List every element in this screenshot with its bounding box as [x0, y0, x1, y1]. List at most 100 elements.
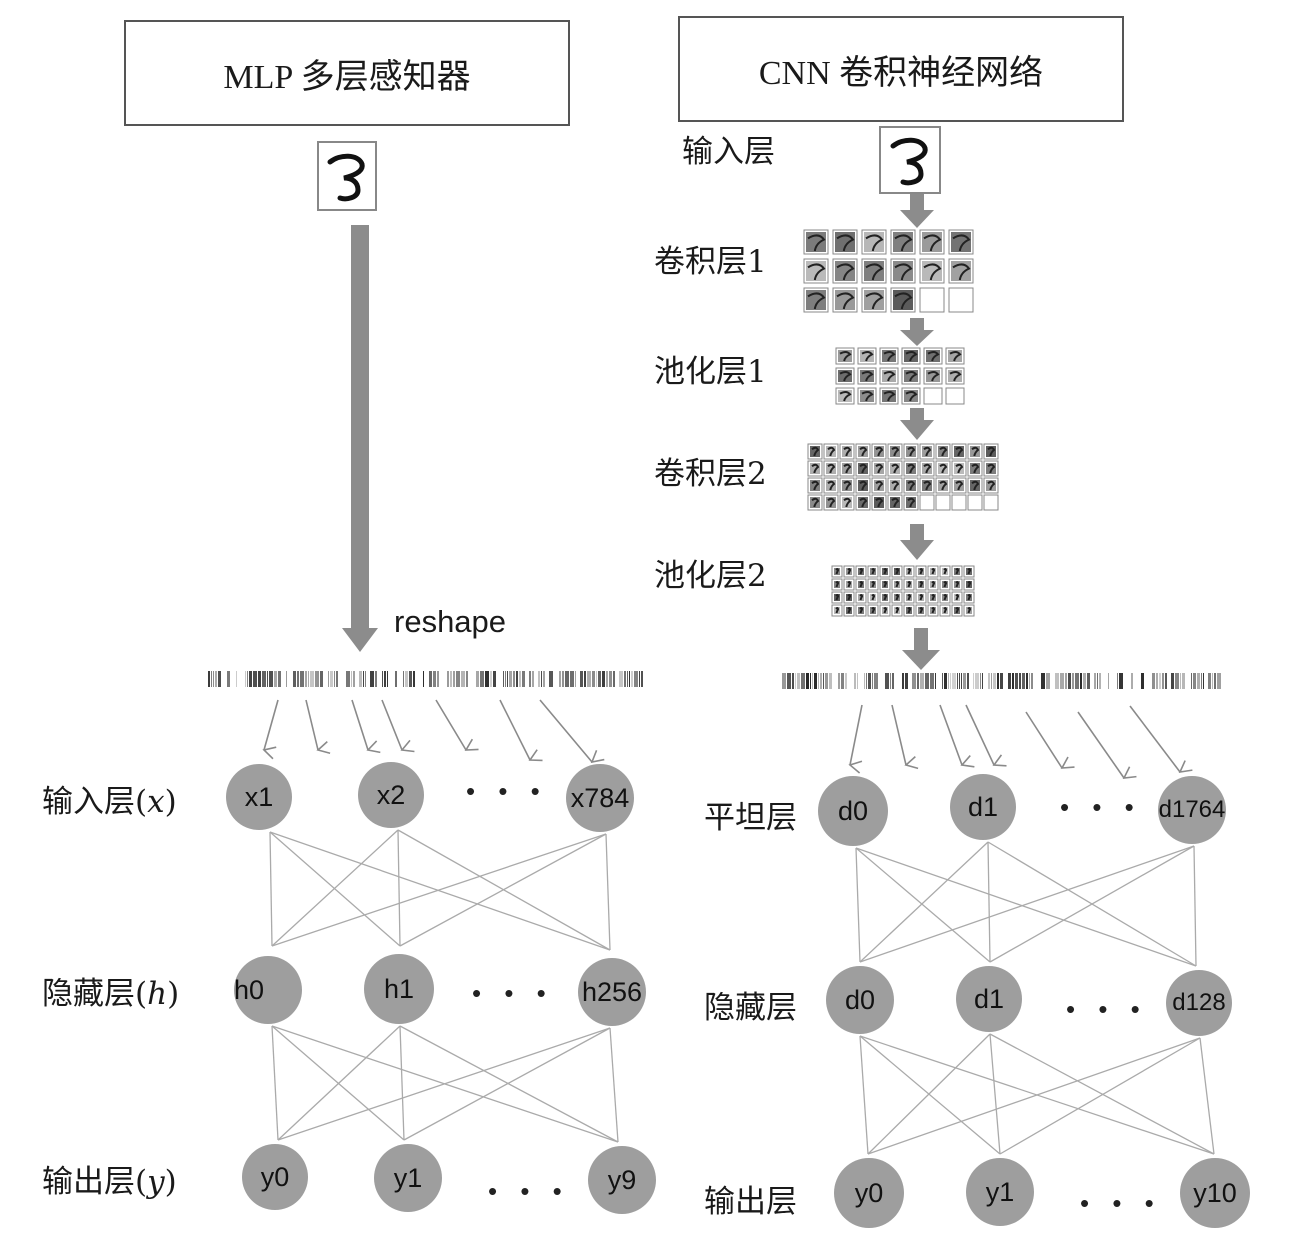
feature-map-stroke	[931, 594, 936, 601]
feature-map-stroke	[835, 581, 840, 588]
feature-map-fill	[890, 463, 900, 474]
mlp-input-node: x784	[566, 764, 634, 832]
cnn-output-ellipsis: • • •	[1080, 1188, 1162, 1218]
vector-bar	[334, 671, 335, 687]
feature-map-stroke	[847, 581, 852, 588]
vector-bar	[814, 673, 817, 689]
vector-bar	[215, 671, 217, 687]
vector-bar	[845, 673, 847, 689]
feature-map-stroke	[827, 480, 836, 491]
vector-bar	[624, 671, 626, 687]
feature-map-stroke	[859, 568, 864, 575]
feature-map-stroke	[931, 607, 936, 614]
vector-bar	[450, 671, 452, 687]
vector-bar	[1141, 673, 1144, 689]
cnn-output-layer-label: 输出层	[704, 1184, 797, 1220]
vector-bar	[245, 671, 246, 687]
feature-map-stroke	[919, 581, 924, 588]
mlp-title: MLP 多层感知器	[223, 58, 471, 96]
connection-line	[271, 1025, 279, 1141]
vector-bar	[961, 673, 962, 689]
vector-bar	[370, 671, 374, 687]
vector-bar	[613, 671, 615, 687]
vector-bar	[1072, 673, 1074, 689]
feature-map-stroke	[907, 568, 912, 575]
vector-bar	[988, 673, 990, 689]
connection-line	[397, 829, 401, 947]
feature-map-stroke	[811, 480, 820, 491]
vector-bar	[930, 673, 934, 689]
vector-bar	[812, 673, 813, 689]
feature-map-stroke	[967, 568, 972, 575]
vector-bar	[516, 671, 518, 687]
feature-map-stroke	[905, 371, 918, 382]
cnn-pool1-label: 池化层1	[654, 354, 767, 390]
vector-bar	[1119, 673, 1123, 689]
vector-bar	[387, 671, 388, 687]
mlp-hidden-ellipsis: • • •	[472, 978, 554, 1008]
vector-bar	[490, 671, 492, 687]
mlp-output-layer-label: 输出层(y)	[42, 1164, 177, 1200]
feature-map-stroke	[955, 480, 964, 491]
cnn-output-node: y1	[966, 1158, 1034, 1226]
vector-bar	[963, 673, 966, 689]
connection-line	[399, 833, 607, 947]
feature-map-stroke	[843, 480, 852, 491]
connection-line	[859, 841, 989, 963]
vector-bar	[247, 671, 248, 687]
feature-map-fill	[842, 497, 852, 508]
vector-bar	[1162, 673, 1164, 689]
connection-line	[1193, 845, 1197, 967]
feature-map-stroke	[861, 371, 874, 382]
feature-map-stroke	[967, 607, 972, 614]
cnn-flattened-vector	[782, 673, 1221, 689]
cnn-vector-arrows	[848, 704, 1193, 779]
vector-bar	[320, 671, 323, 687]
vector-bar	[1131, 673, 1133, 689]
cnn-conv2-label: 卷积层2	[654, 456, 767, 492]
feature-map-stroke	[843, 497, 852, 508]
feature-map-stroke	[923, 480, 932, 491]
feature-map-stroke	[907, 581, 912, 588]
vector-bar	[1075, 673, 1079, 689]
mlp-output-ellipsis: • • •	[488, 1176, 570, 1206]
feature-map-stroke	[883, 351, 896, 362]
connection-line	[859, 845, 1195, 963]
feature-map-stroke	[952, 234, 971, 252]
connection-line	[271, 833, 607, 947]
vector-bar	[806, 673, 809, 689]
feature-map-stroke	[839, 391, 852, 402]
vector-bar	[892, 673, 894, 689]
vector-bar	[519, 671, 521, 687]
vector-bar	[1008, 673, 1011, 689]
feature-map-stroke	[943, 581, 948, 588]
mlp-hidden-layer-label: 隐藏层(h)	[42, 976, 180, 1012]
feature-map-stroke	[827, 497, 836, 508]
vector-bar	[1201, 673, 1202, 689]
vector-bar	[476, 671, 479, 687]
feature-map-stroke	[971, 446, 980, 457]
vector-bar	[532, 671, 534, 687]
feature-map-fill	[874, 463, 884, 474]
mlp-input-node: x2	[358, 762, 424, 828]
feature-map-fill	[970, 446, 980, 457]
feature-map-fill	[890, 497, 900, 508]
connection-line	[609, 1027, 619, 1143]
feature-map-stroke	[907, 446, 916, 457]
feature-map-cell	[919, 494, 935, 511]
vector-bar	[565, 671, 569, 687]
vector-bar	[575, 671, 576, 687]
vector-bar	[363, 671, 364, 687]
feature-map-stroke	[883, 371, 896, 382]
feature-map-stroke	[843, 446, 852, 457]
vector-bar	[493, 671, 496, 687]
feature-map-stroke	[987, 463, 996, 474]
connection-line	[399, 1025, 405, 1141]
cnn-input-digit-image	[879, 126, 941, 194]
vector-bar	[1029, 673, 1030, 689]
feature-map-stroke	[943, 607, 948, 614]
vector-bar	[825, 673, 828, 689]
vector-bar	[538, 671, 540, 687]
vector-bar	[541, 671, 542, 687]
